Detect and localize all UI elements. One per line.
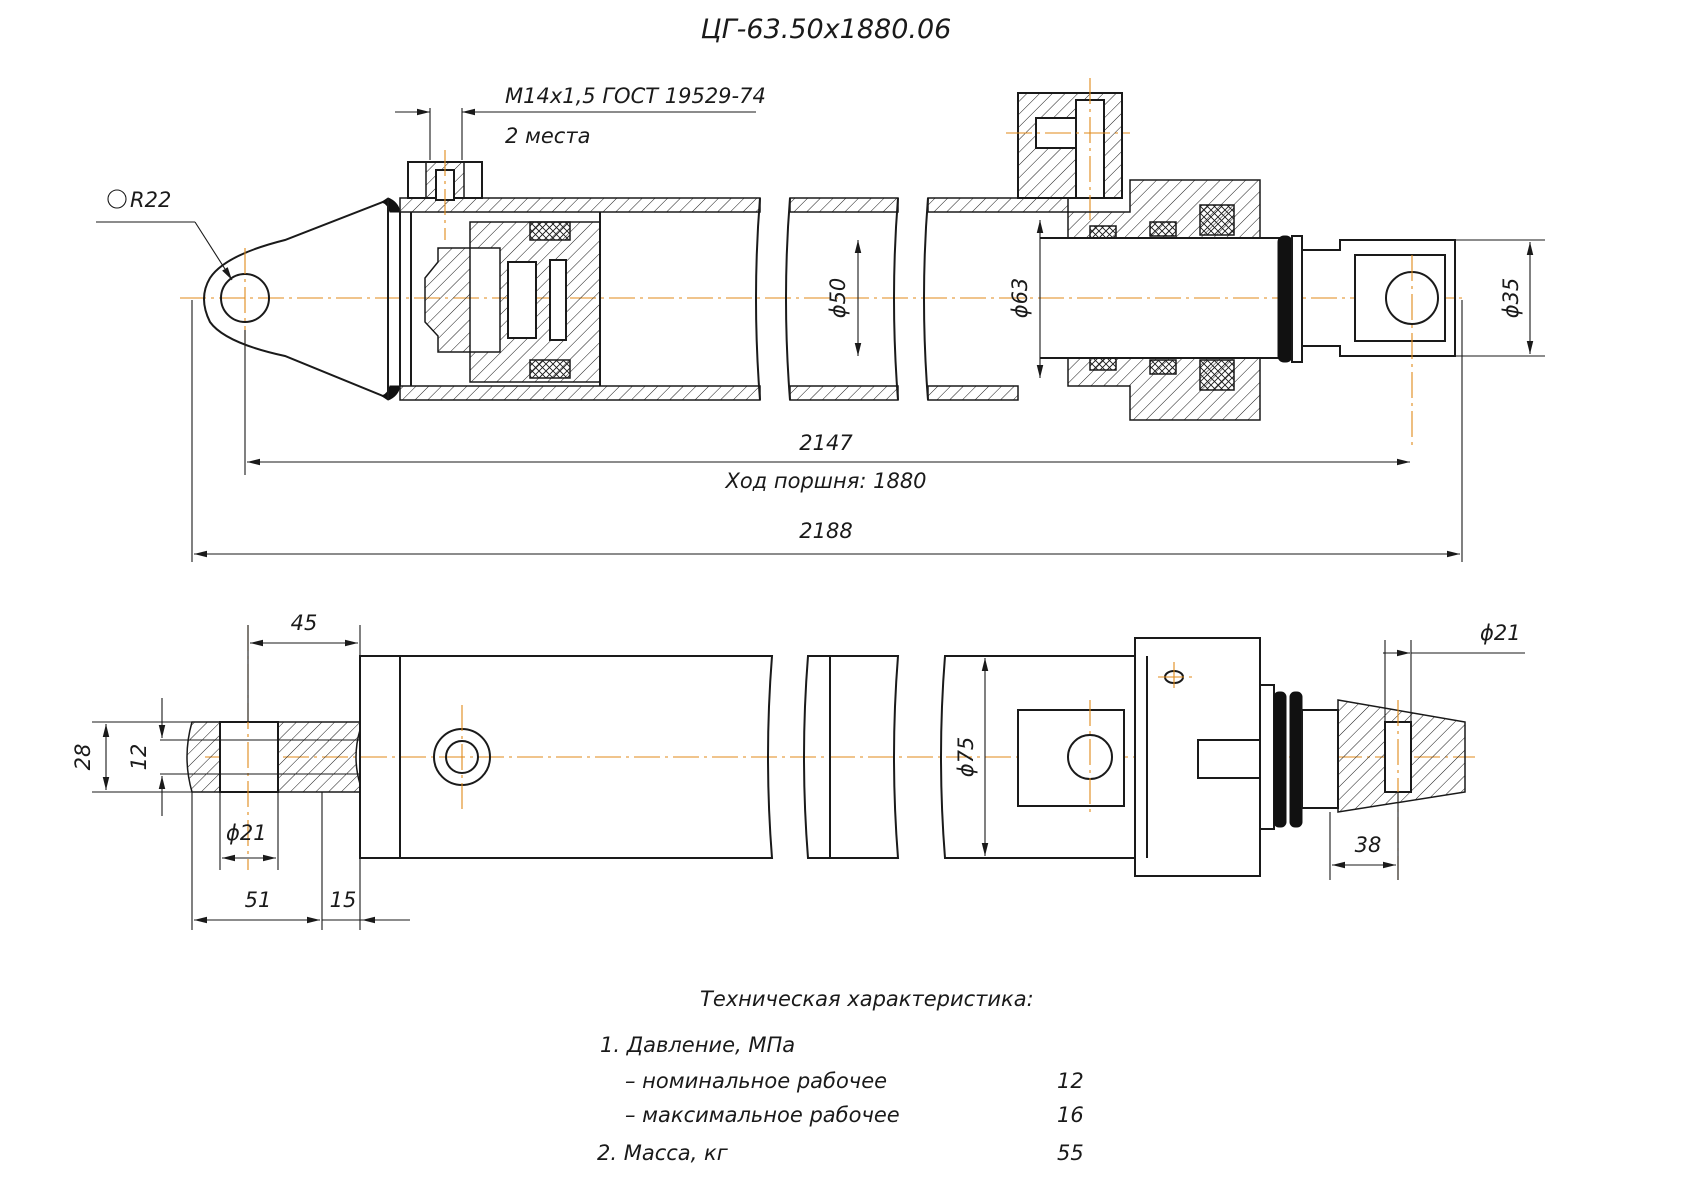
dim-rod-eye-len: 38: [1355, 833, 1382, 857]
dim-tail-slot: 12: [127, 744, 151, 771]
piston-seal-lower: [529, 359, 571, 379]
spec-label-pressure: 1. Давление, МПа: [600, 1033, 795, 1057]
dim-outer-dia: ϕ75: [954, 737, 978, 778]
piston-assembly: [424, 212, 601, 386]
tube-body-right: [940, 655, 1136, 859]
gland-seal-lower: [1199, 359, 1235, 391]
thread-qty: 2 места: [505, 124, 590, 148]
gland-seal-upper: [1199, 204, 1235, 236]
dim-rod-dia: ϕ50: [826, 278, 850, 319]
tube-body-left: [359, 655, 774, 859]
thread-callout: М14х1,5 ГОСТ 19529-74: [505, 84, 766, 108]
dim-tail-len-51: 51: [245, 888, 272, 912]
radius-callout: R22: [130, 188, 171, 212]
tube-body-mid: [803, 655, 900, 859]
dim-stroke: Ход поршня: 1880: [724, 469, 926, 493]
cylinder-clevis-eye: [203, 199, 389, 399]
dim-tail-offset: 45: [291, 611, 318, 635]
drawing-title: ЦГ-63.50х1880.06: [701, 14, 952, 45]
dim-eye-width: ϕ35: [1499, 278, 1523, 319]
dim-bore-dia: ϕ63: [1008, 278, 1032, 319]
tube-wall-bottom: [399, 385, 761, 401]
spec-label-max: – максимальное рабочее: [625, 1103, 900, 1127]
rod-wiper-ring-side: [1273, 691, 1287, 828]
spec-label-mass: 2. Масса, кг: [597, 1141, 729, 1165]
gland-head: [1067, 179, 1261, 421]
top-section-view: R22: [96, 78, 1545, 562]
dim-pin-to-pin: 2147: [799, 431, 853, 455]
dim-tail-height: 28: [71, 744, 95, 771]
spec-value-max: 16: [1057, 1103, 1084, 1127]
dim-overall-length: 2188: [799, 519, 852, 543]
technical-specs: Техническая характеристика: 1. Давление,…: [597, 987, 1084, 1165]
bottom-side-view: ϕ75 45 28 12: [71, 611, 1525, 930]
cap-seal-ring: [380, 197, 401, 213]
rod-end-eye: [1302, 239, 1456, 357]
spec-value-nominal: 12: [1057, 1069, 1084, 1093]
dim-tail-pin-hole: ϕ21: [226, 821, 267, 845]
piston-seal-upper: [529, 221, 571, 241]
port-boss-right-side: [1017, 709, 1125, 807]
spec-label-nominal: – номинальное рабочее: [625, 1069, 887, 1093]
specs-heading: Техническая характеристика:: [700, 987, 1034, 1011]
radius-symbol-icon: [107, 189, 127, 209]
rod-wiper-ring: [1277, 235, 1293, 363]
dim-tail-len-15: 15: [330, 888, 357, 912]
dim-rod-pin-hole: ϕ21: [1480, 621, 1521, 645]
spec-value-mass: 55: [1057, 1141, 1084, 1165]
